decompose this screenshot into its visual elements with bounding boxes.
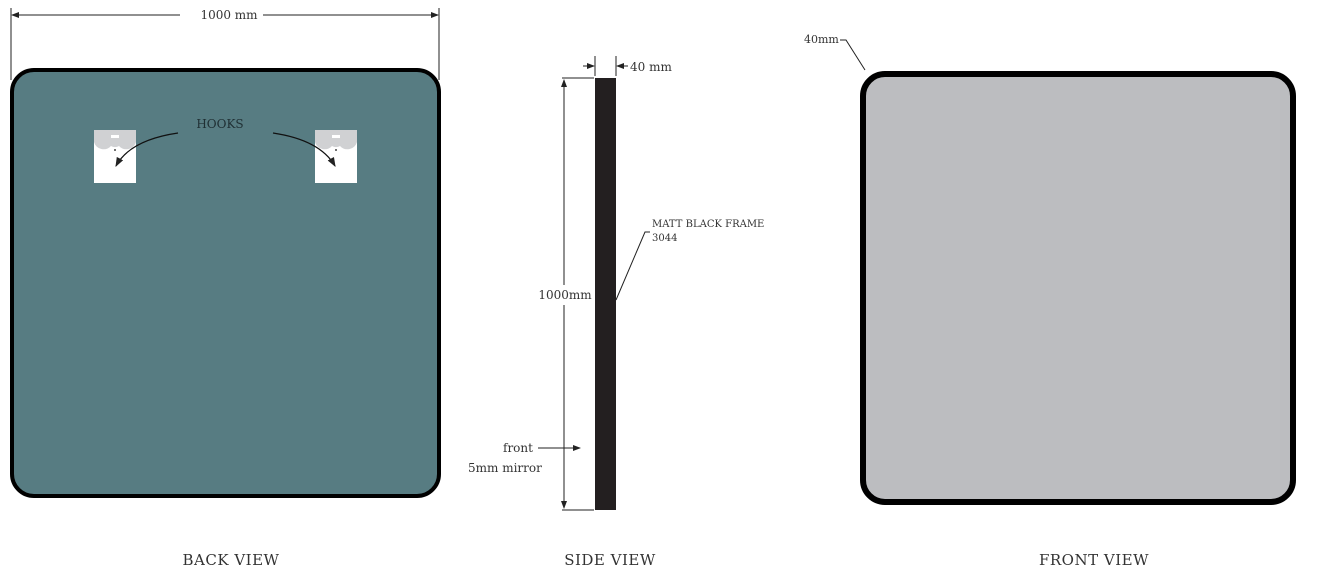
- back-view: 1000 mm HOOKS BACK VIEW: [10, 8, 441, 569]
- front-label: front: [503, 441, 533, 455]
- frame-width-label: 40mm: [804, 33, 839, 46]
- frame-leader-line: [615, 231, 650, 301]
- back-view-title: BACK VIEW: [183, 551, 280, 569]
- side-view: 40 mm 1000mm MATT BLACK FRAME 3044 front…: [468, 56, 764, 569]
- hooks-label: HOOKS: [196, 117, 243, 131]
- hook-arrow-right: [272, 132, 336, 168]
- frame-width-leader: [840, 39, 866, 71]
- depth-dimension-label: 40 mm: [630, 60, 672, 74]
- hook-left: [94, 130, 136, 183]
- side-frame: [595, 78, 616, 510]
- height-dimension-label: 1000mm: [538, 288, 592, 302]
- front-mirror: [860, 71, 1296, 505]
- back-panel: [10, 68, 441, 498]
- width-dimension-label: 1000 mm: [200, 8, 258, 22]
- frame-label: MATT BLACK FRAME: [652, 219, 764, 230]
- hook-arrow-left: [115, 132, 179, 168]
- side-view-title: SIDE VIEW: [564, 551, 656, 569]
- front-view-title: FRONT VIEW: [1039, 551, 1149, 569]
- hook-right: [315, 130, 357, 183]
- frame-code: 3044: [652, 233, 677, 244]
- mirror-thickness-label: 5mm mirror: [468, 461, 542, 475]
- front-view: 40mm FRONT VIEW: [804, 33, 1296, 569]
